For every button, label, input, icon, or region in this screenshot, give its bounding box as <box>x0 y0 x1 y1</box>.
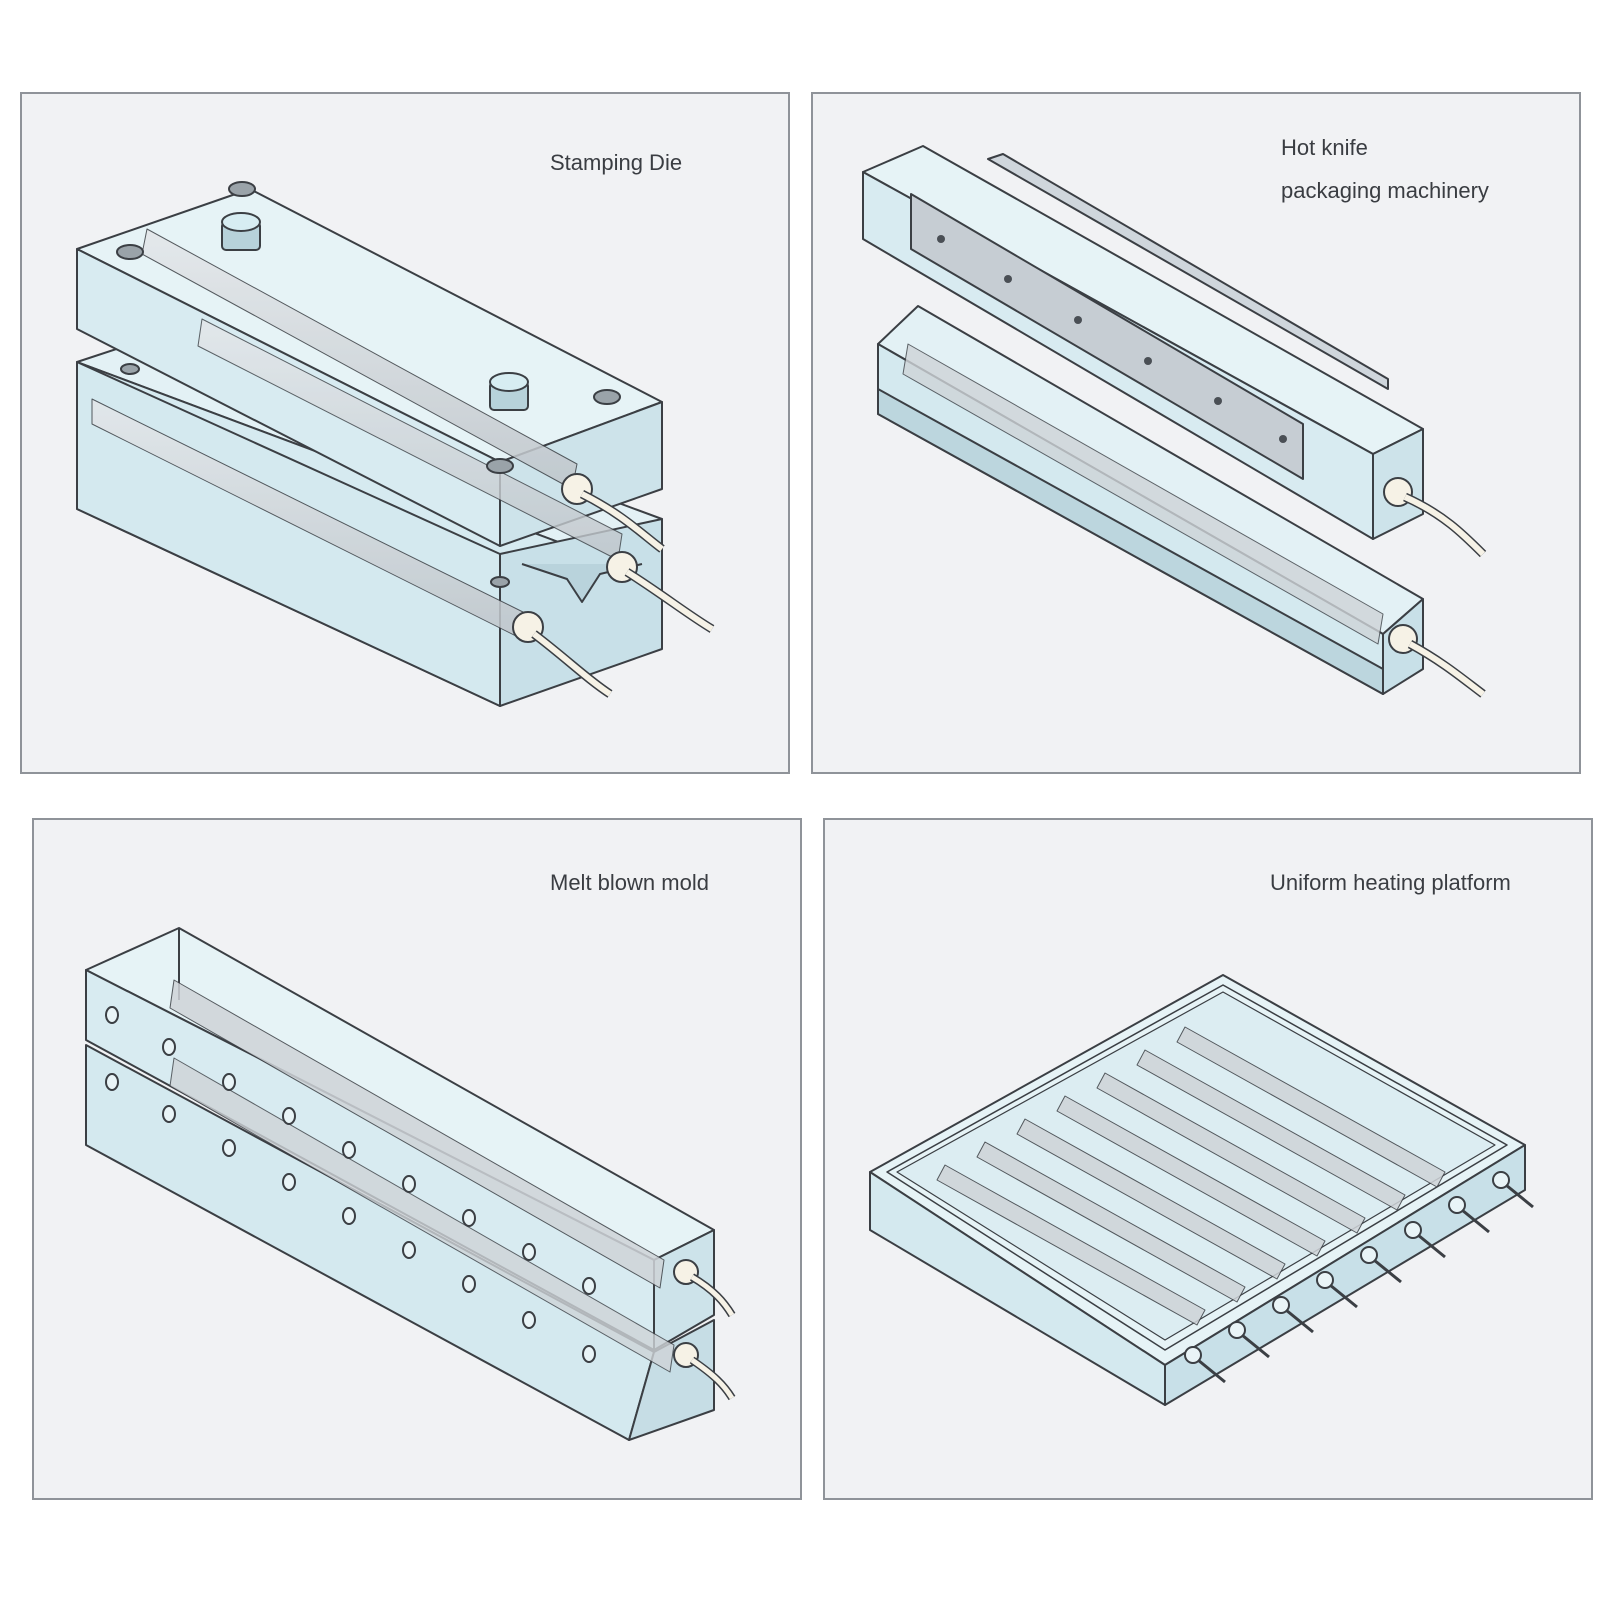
hot-knife-label-line1: Hot knife <box>1281 135 1368 160</box>
uniform-heating-platform-panel: Uniform heating platform <box>823 818 1593 1500</box>
hot-knife-illustration <box>862 145 1487 698</box>
stamping-die-panel: Stamping Die <box>20 92 790 774</box>
melt-blown-mold-illustration <box>85 927 736 1441</box>
stamping-die-illustration <box>76 181 715 707</box>
melt-blown-mold-panel: Melt blown mold <box>32 818 802 1500</box>
stamping-die-label: Stamping Die <box>550 150 683 175</box>
hot-knife-label-line2: packaging machinery <box>1281 178 1489 203</box>
uniform-heating-platform-illustration <box>869 974 1534 1406</box>
hot-knife-label: Hot knife packaging machinery <box>1281 126 1489 212</box>
uniform-heating-platform-label: Uniform heating platform <box>1270 870 1511 895</box>
hot-knife-panel: Hot knife packaging machinery <box>811 92 1581 774</box>
melt-blown-mold-label: Melt blown mold <box>550 870 709 895</box>
